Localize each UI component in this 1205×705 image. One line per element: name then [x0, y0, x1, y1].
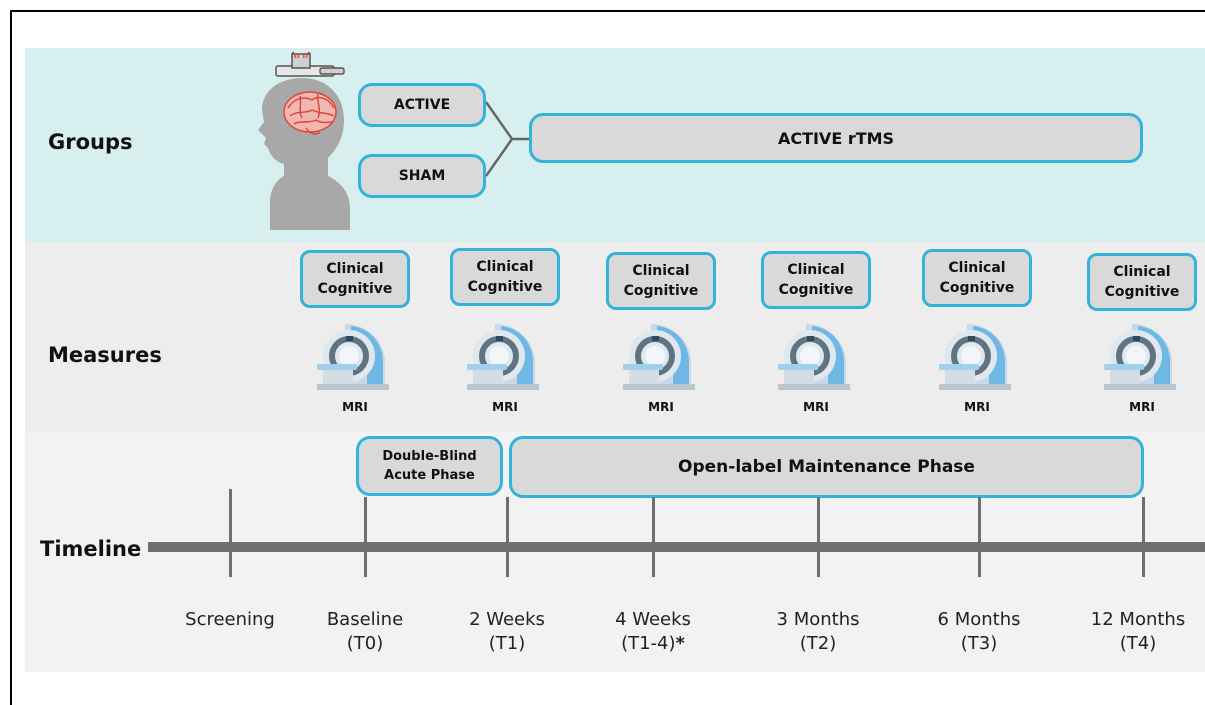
- mri-label: MRI: [342, 400, 368, 414]
- measure-clinical-label: Clinical: [476, 259, 534, 275]
- mri-scanner-icon: [937, 320, 1017, 392]
- acute-phase-line1: Double-Blind: [382, 449, 477, 464]
- measure-clinical-label: Clinical: [326, 261, 384, 277]
- timepoint-name: Screening: [185, 609, 275, 630]
- timepoint-name: 4 Weeks: [615, 609, 691, 630]
- active-rtms-label: ACTIVE rTMS: [777, 128, 895, 148]
- timepoint-code: (T1): [488, 633, 526, 654]
- timepoint-code: (T2): [799, 633, 837, 654]
- active-rtms-box: ACTIVE rTMS: [529, 113, 1143, 163]
- timepoint-name: Baseline: [326, 609, 404, 630]
- timepoint-label: 2 Weeks (T1): [442, 608, 572, 656]
- timepoint-name: 2 Weeks: [469, 609, 545, 630]
- maintenance-phase-box: Open-label Maintenance Phase: [509, 436, 1144, 498]
- measure-cognitive-label: Cognitive: [317, 281, 393, 297]
- timepoint-label: Screening: [165, 608, 295, 632]
- timeline-tick: [652, 497, 655, 577]
- timepoint-name: 3 Months: [776, 609, 860, 630]
- group-sham-label: SHAM: [398, 168, 446, 184]
- timepoint-label: 4 Weeks (T1-4)*: [588, 608, 718, 656]
- timeline-tick: [506, 497, 509, 577]
- timepoint-code: (T0): [346, 633, 384, 654]
- timepoint-marker: *: [675, 633, 685, 654]
- mri-scanner-icon: [621, 320, 701, 392]
- timepoint-code: (T3): [960, 633, 998, 654]
- mri-label: MRI: [803, 400, 829, 414]
- mri-label: MRI: [964, 400, 990, 414]
- group-active-label: ACTIVE: [393, 97, 451, 113]
- measure-cognitive-label: Cognitive: [778, 282, 854, 298]
- mri-label: MRI: [1129, 400, 1155, 414]
- timeline-tick: [364, 497, 367, 577]
- timepoint-code: (T4): [1119, 633, 1157, 654]
- measure-cognitive-label: Cognitive: [467, 279, 543, 295]
- timeline-tick: [817, 497, 820, 577]
- timeline-axis: [148, 542, 1205, 552]
- timepoint-label: Baseline (T0): [300, 608, 430, 656]
- acute-phase-box: Double-Blind Acute Phase: [356, 436, 503, 496]
- measure-clinical-label: Clinical: [632, 263, 690, 279]
- maintenance-phase-label: Open-label Maintenance Phase: [678, 457, 975, 477]
- mri-scanner-icon: [465, 320, 545, 392]
- timepoint-code: (T1-4)*: [621, 633, 685, 654]
- measure-clinical-label: Clinical: [948, 260, 1006, 276]
- measure-cognitive-label: Cognitive: [623, 283, 699, 299]
- group-sham-box: SHAM: [358, 154, 486, 198]
- measure-cognitive-label: Cognitive: [1104, 284, 1180, 300]
- timeline-tick: [1142, 497, 1145, 577]
- row-label-measures: Measures: [48, 343, 162, 367]
- row-label-timeline: Timeline: [40, 537, 142, 561]
- timepoint-label: 6 Months (T3): [914, 608, 1044, 656]
- mri-scanner-icon: [1102, 320, 1182, 392]
- timepoint-label: 3 Months (T2): [753, 608, 883, 656]
- timepoint-name: 6 Months: [937, 609, 1021, 630]
- measure-clinical-label: Clinical: [1113, 264, 1171, 280]
- timeline-tick: [229, 489, 232, 577]
- group-merge-connector: [486, 101, 532, 177]
- timepoint-name: 12 Months: [1090, 609, 1186, 630]
- mri-scanner-icon: [315, 320, 395, 392]
- mri-label: MRI: [648, 400, 674, 414]
- acute-phase-line2: Acute Phase: [384, 468, 475, 483]
- measure-cognitive-label: Cognitive: [939, 280, 1015, 296]
- figure-frame: [10, 10, 1205, 705]
- group-active-box: ACTIVE: [358, 83, 486, 127]
- timeline-tick: [978, 497, 981, 577]
- row-label-groups: Groups: [48, 130, 133, 154]
- measure-clinical-label: Clinical: [787, 262, 845, 278]
- mri-label: MRI: [492, 400, 518, 414]
- head-with-rtms-coil-icon: [258, 52, 350, 230]
- timepoint-label: 12 Months (T4): [1073, 608, 1203, 656]
- mri-scanner-icon: [776, 320, 856, 392]
